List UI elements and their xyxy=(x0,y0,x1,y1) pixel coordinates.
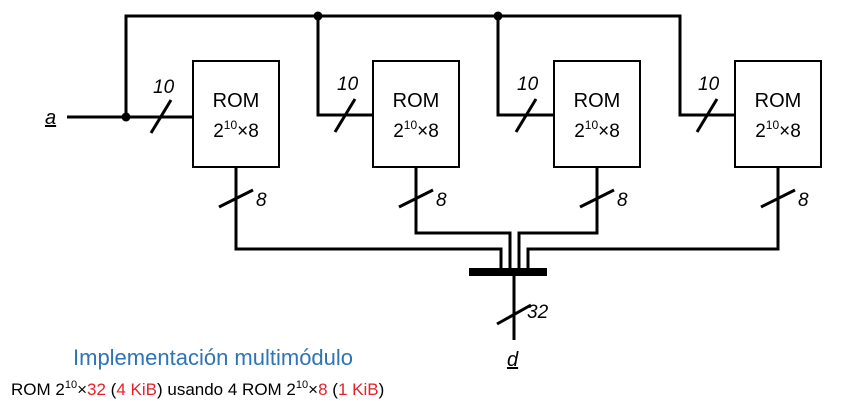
rom-box xyxy=(372,60,460,168)
rom-box xyxy=(192,60,280,168)
address-slashes xyxy=(149,98,719,134)
signal-a-label: a xyxy=(45,107,56,129)
rom-size: 210×8 xyxy=(393,118,439,142)
addr-width-label-2: 10 xyxy=(337,74,359,95)
junction-dot xyxy=(313,11,323,21)
bus-merge-bar xyxy=(469,268,547,276)
rom-module-2: ROM 210×8 xyxy=(372,60,460,168)
data-width-label-2: 8 xyxy=(436,190,447,211)
bus-slash xyxy=(218,188,254,209)
rom-label: ROM xyxy=(755,90,802,112)
rom-module-4: ROM 210×8 xyxy=(734,60,822,168)
data-slashes xyxy=(218,188,796,326)
bus-slash xyxy=(514,98,538,133)
bus-slash xyxy=(398,188,434,209)
address-top-wire xyxy=(124,14,735,117)
bus-slash xyxy=(695,98,719,133)
data-width-label-4: 8 xyxy=(798,190,809,211)
data-wire-3 xyxy=(517,167,599,272)
output-width-label: 32 xyxy=(527,302,549,323)
rom-label: ROM xyxy=(393,90,440,112)
data-wire-4 xyxy=(526,167,780,272)
address-branch-3 xyxy=(496,16,554,117)
rom-size: 210×8 xyxy=(574,118,620,142)
data-wire-2 xyxy=(414,167,512,272)
bus-slash xyxy=(496,303,532,326)
signal-d-label: d xyxy=(507,349,519,371)
addr-width-label-3: 10 xyxy=(517,74,539,95)
junction-dot xyxy=(493,11,503,21)
data-width-label-1: 8 xyxy=(256,190,267,211)
bus-slash xyxy=(760,188,796,209)
rom-size: 210×8 xyxy=(213,118,259,142)
junction-dot xyxy=(121,112,131,122)
rom-box xyxy=(553,60,641,168)
diagram-caption: ROM 210×32 (4 KiB) usando 4 ROM 210×8 (1… xyxy=(11,379,384,399)
junction-dots xyxy=(121,11,503,122)
data-bus xyxy=(234,167,780,340)
data-width-label-3: 8 xyxy=(617,190,628,211)
rom-label: ROM xyxy=(213,90,260,112)
data-wire-1 xyxy=(234,167,503,272)
rom-box xyxy=(734,60,822,168)
bus-slash xyxy=(333,98,357,133)
addr-width-label-1: 10 xyxy=(153,77,175,98)
addr-width-label-4: 10 xyxy=(698,74,720,95)
address-branch-2 xyxy=(316,16,373,117)
rom-module-3: ROM 210×8 xyxy=(553,60,641,168)
rom-size: 210×8 xyxy=(755,118,801,142)
bus-slash xyxy=(149,99,173,134)
diagram-title: Implementación multimódulo xyxy=(73,345,353,370)
rom-label: ROM xyxy=(574,90,621,112)
rom-module-1: ROM 210×8 xyxy=(192,60,280,168)
bus-slash xyxy=(579,188,615,209)
